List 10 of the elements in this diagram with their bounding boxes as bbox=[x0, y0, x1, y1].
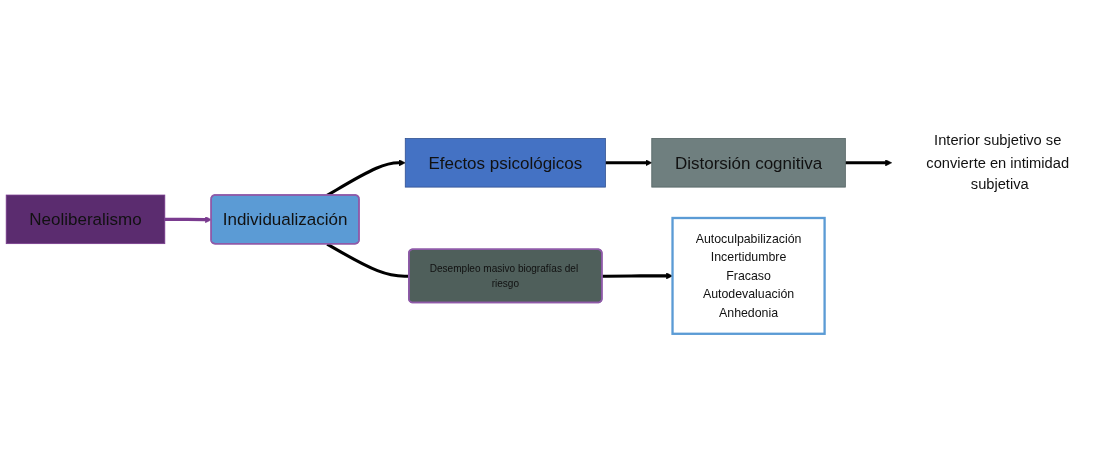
node-box: Autoculpabilización Incertidumbre Fracaso Autodevaluación Anhedonia bbox=[671, 216, 826, 335]
arrow bbox=[326, 159, 406, 197]
node-text: Interior subjetivo se convierte en intimidad subjetiva bbox=[926, 132, 1070, 193]
node-box: Neoliberalismo bbox=[5, 194, 166, 245]
node-box: Efectos psicológicos bbox=[404, 138, 606, 188]
arrow bbox=[605, 159, 653, 167]
arrow bbox=[602, 272, 673, 280]
arrow bbox=[164, 216, 212, 223]
arrow bbox=[845, 159, 892, 167]
node-box: Distorsión cognitiva bbox=[651, 138, 846, 188]
